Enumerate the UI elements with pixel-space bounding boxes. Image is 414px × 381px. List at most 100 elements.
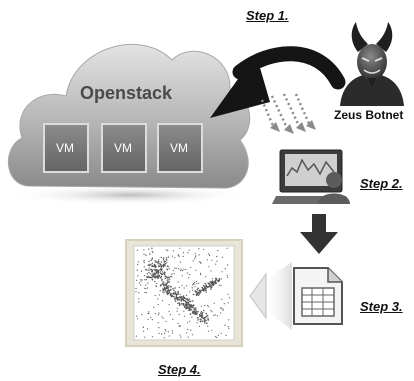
zeus-devil-icon xyxy=(340,22,404,106)
scatter-dot xyxy=(220,278,222,280)
scatter-dot xyxy=(156,269,158,271)
scatter-dot xyxy=(205,291,207,293)
scatter-dot xyxy=(143,260,145,262)
scatter-dot xyxy=(200,315,202,317)
scatter-dot xyxy=(135,291,137,293)
scatter-dot xyxy=(180,303,183,305)
scatter-dot xyxy=(188,298,190,300)
scatter-dot xyxy=(180,268,182,270)
scatter-dot xyxy=(214,280,216,283)
scatter-dot xyxy=(178,302,181,304)
scatter-dot xyxy=(183,268,185,270)
scatter-dot xyxy=(208,266,210,268)
scatter-dot xyxy=(226,247,228,249)
scatter-dot xyxy=(159,263,161,265)
scatter-dot xyxy=(165,257,168,259)
scatter-plot-thumbnail xyxy=(125,239,243,347)
scatter-dot xyxy=(186,294,188,296)
scatter-dot xyxy=(198,261,200,263)
scatter-dot xyxy=(151,275,153,277)
scatter-dot xyxy=(194,256,197,258)
scatter-dot xyxy=(222,309,224,311)
scatter-dot xyxy=(179,303,181,306)
scatter-dot xyxy=(167,276,169,278)
scatter-dot xyxy=(199,289,201,292)
vm-box-2 xyxy=(101,123,147,173)
scatter-dot xyxy=(200,305,202,307)
scatter-dot xyxy=(199,291,201,294)
step3-label: Step 3. xyxy=(360,299,403,314)
scatter-dot xyxy=(185,301,188,304)
scatter-dot xyxy=(205,319,207,322)
scatter-dot xyxy=(156,272,158,274)
scatter-dot xyxy=(217,334,219,336)
scatter-dot xyxy=(178,268,180,270)
vm-box-3 xyxy=(157,123,203,173)
scatter-dot xyxy=(159,271,162,273)
scatter-dot xyxy=(197,310,199,313)
scatter-dot xyxy=(168,281,171,283)
scatter-dot xyxy=(142,326,144,328)
attack-curved-arrow xyxy=(210,46,346,118)
scatter-dot xyxy=(153,265,155,268)
scatter-dot xyxy=(173,272,175,275)
scatter-dot xyxy=(136,315,138,317)
scatter-dot xyxy=(195,291,198,293)
scatter-dot xyxy=(154,273,157,275)
scatter-dot xyxy=(211,282,213,284)
scatter-dot xyxy=(207,318,209,320)
scatter-dot xyxy=(143,330,145,332)
scatter-dot xyxy=(163,260,165,262)
scatter-dot xyxy=(172,269,174,272)
scatter-dot xyxy=(187,336,189,338)
scatter-dot xyxy=(197,291,200,294)
scatter-dot xyxy=(135,335,137,337)
down-arrow xyxy=(300,214,338,254)
scatter-dot xyxy=(160,256,162,259)
scatter-dot xyxy=(160,277,162,279)
scatter-dot xyxy=(178,325,180,327)
scatter-dot xyxy=(160,275,163,278)
scatter-dot xyxy=(192,311,195,314)
scatter-dot xyxy=(161,271,164,273)
scatter-dot xyxy=(150,317,152,319)
scatter-dot xyxy=(179,261,181,263)
scatter-dot xyxy=(151,274,153,276)
scatter-dot xyxy=(208,254,211,257)
scatter-dot xyxy=(174,297,176,300)
scatter-dot xyxy=(202,311,204,314)
scatter-dot xyxy=(186,272,189,274)
scatter-dot xyxy=(190,300,192,302)
scatter-dot xyxy=(183,305,186,308)
scatter-dot xyxy=(192,260,194,262)
vm-group xyxy=(43,123,203,173)
scatter-dot xyxy=(145,269,147,271)
scatter-dot xyxy=(186,303,188,305)
scatter-dot xyxy=(167,249,169,252)
scatter-dot xyxy=(154,280,156,283)
scatter-dot xyxy=(167,279,169,281)
scatter-dot xyxy=(151,247,153,249)
scatter-dot xyxy=(157,263,160,265)
scatter-dot xyxy=(149,253,151,255)
scatter-dot xyxy=(176,310,178,312)
scatter-dot xyxy=(189,291,191,293)
scatter-dot xyxy=(187,306,189,308)
scatter-dot xyxy=(156,276,158,278)
scatter-dot xyxy=(222,308,224,310)
scatter-dot xyxy=(189,274,191,276)
scatter-dot xyxy=(205,276,207,278)
scatter-dot xyxy=(207,325,209,327)
scatter-dot xyxy=(216,260,218,262)
scatter-dot xyxy=(164,329,166,331)
scatter-dot xyxy=(157,303,159,306)
scatter-dot xyxy=(180,336,182,338)
scatter-dot xyxy=(171,276,173,278)
scatter-dot xyxy=(198,282,200,284)
scatter-dot xyxy=(218,279,221,282)
left-arrow xyxy=(249,262,292,330)
scatter-dot xyxy=(187,302,190,304)
scatter-dot xyxy=(164,332,166,334)
scatter-dot xyxy=(182,296,184,298)
